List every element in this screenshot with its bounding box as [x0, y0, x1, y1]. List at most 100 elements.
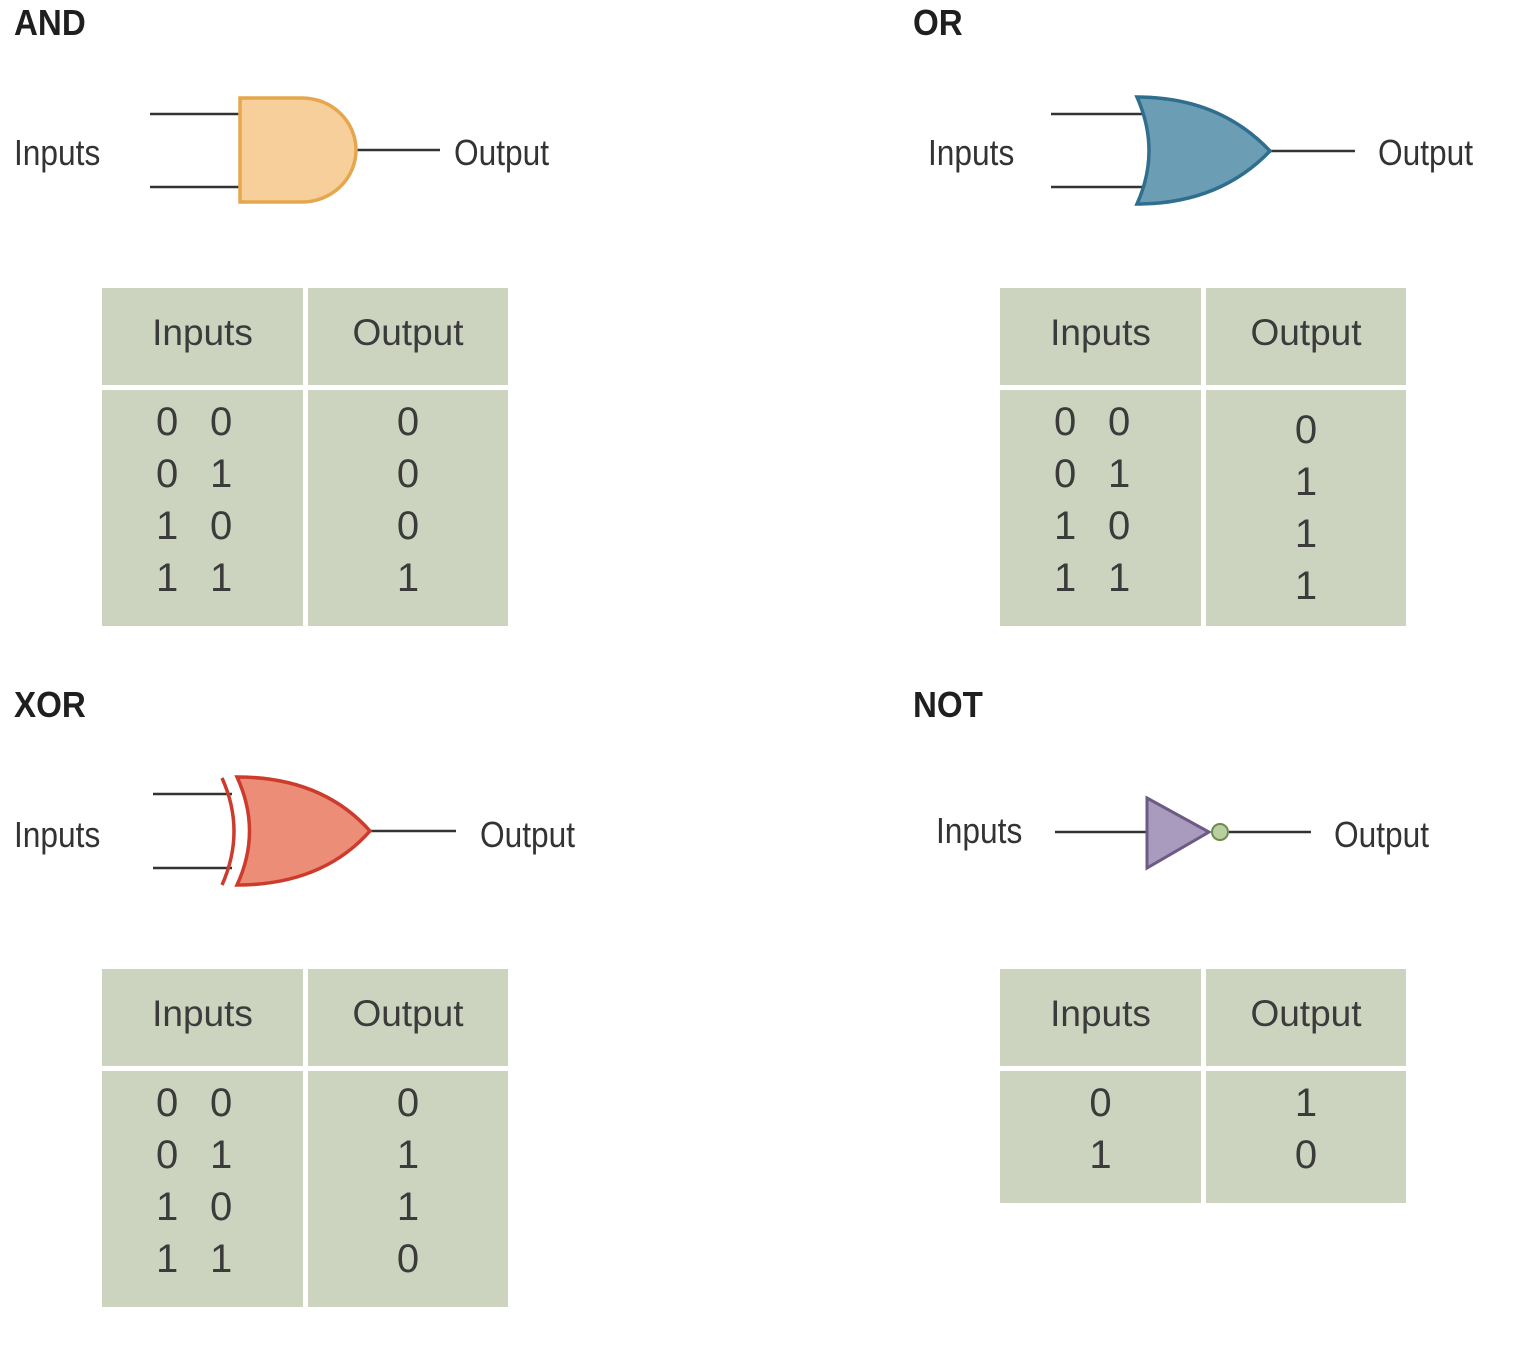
output-column: 0 0 0 1 — [308, 396, 508, 604]
table-header-output: Output — [1250, 312, 1362, 353]
not-gate-symbol — [1055, 795, 1311, 871]
table-divider — [303, 288, 308, 626]
input-a: 1 — [156, 1185, 179, 1229]
input-b: 0 — [1108, 504, 1131, 548]
output-value: 1 — [396, 1185, 420, 1229]
table-header-inputs: Inputs — [152, 993, 253, 1034]
not-inputs-label: Inputs — [936, 810, 1023, 851]
xor-gate-symbol — [153, 775, 456, 887]
input-b: 1 — [1108, 556, 1131, 600]
or-inputs-label: Inputs — [928, 132, 1015, 173]
table-divider — [102, 1066, 508, 1071]
input-a: 0 — [156, 452, 179, 496]
output-value: 1 — [1294, 512, 1318, 556]
table-header-output: Output — [1250, 993, 1362, 1034]
output-column: 1 0 — [1206, 1077, 1406, 1181]
input-a: 0 — [156, 1133, 179, 1177]
xor-title: XOR — [14, 684, 86, 725]
or-output-label: Output — [1378, 132, 1474, 173]
input-b: 1 — [210, 1133, 233, 1177]
output-value: 1 — [1294, 564, 1318, 608]
xor-inputs-label: Inputs — [14, 814, 101, 855]
not-gate-panel: NOT Inputs Output Inputs Output 0 1 1 0 — [769, 682, 1538, 1350]
input-a: 1 — [1054, 556, 1077, 600]
xor-gate-body — [234, 775, 373, 887]
or-title: OR — [913, 2, 963, 43]
xor-output-label: Output — [480, 814, 576, 855]
table-divider — [1201, 288, 1206, 626]
not-gate-triangle — [1145, 795, 1213, 871]
not-output-label: Output — [1334, 814, 1430, 855]
output-value: 0 — [396, 400, 420, 444]
input-a: 1 — [1054, 504, 1077, 548]
table-divider — [1000, 1066, 1406, 1071]
input-a: 1 — [156, 504, 179, 548]
table-divider — [1000, 385, 1406, 390]
table-header-output: Output — [352, 993, 464, 1034]
table-header-inputs: Inputs — [152, 312, 253, 353]
input-b: 1 — [210, 556, 233, 600]
table-divider — [102, 385, 508, 390]
table-divider — [303, 969, 308, 1307]
output-value: 0 — [396, 1081, 420, 1125]
output-column: 0 1 1 0 — [308, 1077, 508, 1285]
or-gate-body — [1134, 95, 1273, 206]
output-value: 1 — [1294, 1081, 1318, 1125]
output-value: 1 — [1294, 460, 1318, 504]
input-value: 1 — [1089, 1133, 1112, 1177]
output-value: 0 — [396, 504, 420, 548]
input-b: 0 — [1108, 400, 1131, 444]
input-b: 0 — [210, 504, 233, 548]
input-value: 0 — [1089, 1081, 1112, 1125]
not-title: NOT — [913, 684, 983, 725]
and-inputs-label: Inputs — [14, 132, 101, 173]
input-b: 1 — [1108, 452, 1131, 496]
input-b: 0 — [210, 1185, 233, 1229]
table-header-output: Output — [352, 312, 464, 353]
table-header-inputs: Inputs — [1050, 312, 1151, 353]
input-b: 0 — [210, 400, 233, 444]
output-value: 1 — [396, 1133, 420, 1177]
input-a: 0 — [156, 400, 179, 444]
output-value: 0 — [1294, 1133, 1318, 1177]
output-value: 0 — [1294, 408, 1318, 452]
output-value: 1 — [396, 556, 420, 600]
input-a: 0 — [1054, 400, 1077, 444]
table-header-inputs: Inputs — [1050, 993, 1151, 1034]
output-column: 0 1 1 1 — [1206, 404, 1406, 612]
table-divider — [1201, 969, 1206, 1203]
input-b: 0 — [210, 1081, 233, 1125]
and-output-label: Output — [454, 132, 550, 173]
input-a: 1 — [156, 556, 179, 600]
input-a: 1 — [156, 1237, 179, 1281]
inputs-column: 0 1 — [1000, 1077, 1201, 1181]
xor-extra-arc — [220, 777, 236, 886]
input-a: 0 — [156, 1081, 179, 1125]
input-a: 0 — [1054, 452, 1077, 496]
output-value: 0 — [396, 1237, 420, 1281]
not-truth-table: Inputs Output 0 1 1 0 — [1000, 969, 1406, 1203]
and-gate-body — [238, 96, 358, 204]
or-gate-symbol — [1051, 95, 1355, 206]
output-value: 0 — [396, 452, 420, 496]
input-b: 1 — [210, 1237, 233, 1281]
